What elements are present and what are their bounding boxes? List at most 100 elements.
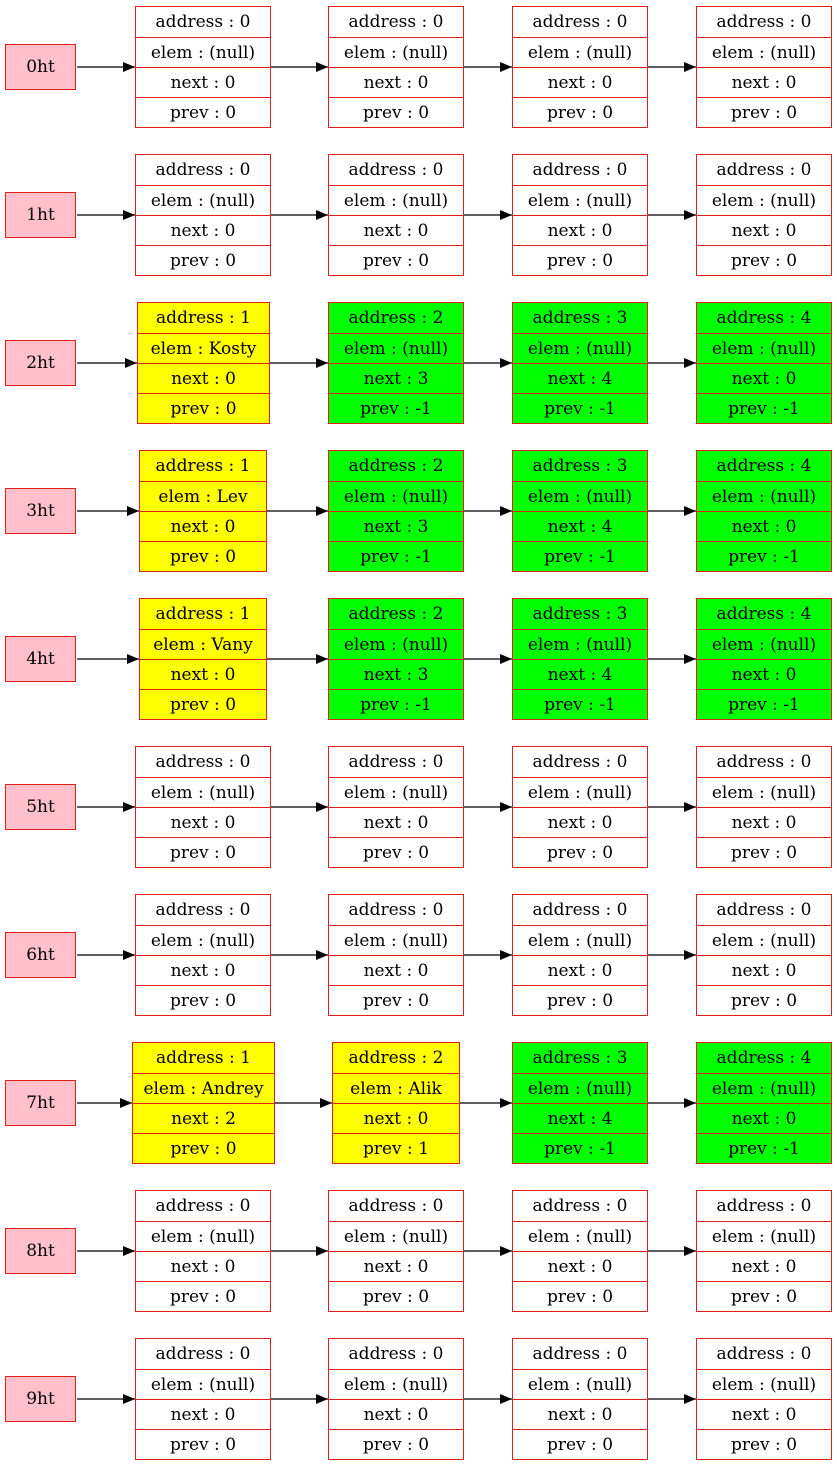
node-prev-field: prev : -1 bbox=[513, 689, 647, 719]
node-elem-field: elem : (null) bbox=[697, 1369, 831, 1399]
node-prev-field: prev : 0 bbox=[697, 1281, 831, 1311]
node-prev-field: prev : 0 bbox=[329, 985, 463, 1015]
node-elem-field: elem : (null) bbox=[697, 333, 831, 363]
node-elem-field: elem : (null) bbox=[697, 1221, 831, 1251]
node-prev-field: prev : 0 bbox=[513, 985, 647, 1015]
node-address-field: address : 4 bbox=[716, 1048, 812, 1068]
node-next-field: next : 0 bbox=[329, 67, 463, 97]
node-prev-field: prev : 0 bbox=[329, 837, 463, 867]
node-address-field: address : 3 bbox=[532, 604, 628, 624]
node-prev-field: prev : -1 bbox=[697, 541, 831, 571]
node-address-field: address : 0 bbox=[532, 1196, 628, 1216]
node-elem-field: elem : (null) bbox=[513, 37, 647, 67]
node-prev-field: prev : -1 bbox=[513, 541, 647, 571]
node-elem-field: elem : (null) bbox=[329, 1221, 463, 1251]
node-address-field: address : 0 bbox=[155, 900, 251, 920]
node-next-field: next : 0 bbox=[140, 511, 266, 541]
node-elem-field: elem : Andrey bbox=[133, 1073, 274, 1103]
node-prev-field: prev : -1 bbox=[329, 541, 463, 571]
node-address-field: address : 0 bbox=[716, 160, 812, 180]
node-next-field: next : 0 bbox=[136, 807, 270, 837]
node-elem-field: elem : (null) bbox=[136, 185, 270, 215]
node-next-field: next : 0 bbox=[697, 659, 831, 689]
node-prev-field: prev : -1 bbox=[697, 689, 831, 719]
node-prev-field: prev : -1 bbox=[697, 1133, 831, 1163]
node-next-field: next : 0 bbox=[329, 955, 463, 985]
node-prev-field: prev : 0 bbox=[329, 1281, 463, 1311]
node-address-field: address : 0 bbox=[155, 160, 251, 180]
node-elem-field: elem : (null) bbox=[329, 777, 463, 807]
node-elem-field: elem : (null) bbox=[513, 1073, 647, 1103]
node-elem-field: elem : Lev bbox=[140, 481, 266, 511]
node-elem-field: elem : (null) bbox=[513, 185, 647, 215]
node-next-field: next : 0 bbox=[329, 1251, 463, 1281]
node-next-field: next : 0 bbox=[136, 1399, 270, 1429]
node-address-field: address : 0 bbox=[716, 900, 812, 920]
node-elem-field: elem : (null) bbox=[697, 1073, 831, 1103]
node-address-field: address : 0 bbox=[716, 12, 812, 32]
node-address-field: address : 3 bbox=[532, 308, 628, 328]
node-prev-field: prev : 0 bbox=[136, 97, 270, 127]
node-elem-field: elem : (null) bbox=[697, 37, 831, 67]
node-prev-field: prev : 0 bbox=[697, 985, 831, 1015]
hash-table-label: 9ht bbox=[5, 1376, 76, 1422]
hash-table-label: 2ht bbox=[5, 340, 76, 386]
node-next-field: next : 3 bbox=[329, 363, 463, 393]
node-elem-field: elem : (null) bbox=[329, 481, 463, 511]
node-address-field: address : 0 bbox=[155, 1196, 251, 1216]
node-address-field: address : 0 bbox=[532, 12, 628, 32]
hash-table-label: 6ht bbox=[5, 932, 76, 978]
node-prev-field: prev : 0 bbox=[697, 837, 831, 867]
node-next-field: next : 2 bbox=[133, 1103, 274, 1133]
node-prev-field: prev : 0 bbox=[513, 1281, 647, 1311]
node-elem-field: elem : (null) bbox=[136, 925, 270, 955]
node-next-field: next : 0 bbox=[697, 363, 831, 393]
node-elem-field: elem : (null) bbox=[329, 1369, 463, 1399]
hash-table-label: 7ht bbox=[5, 1080, 76, 1126]
node-elem-field: elem : (null) bbox=[513, 481, 647, 511]
node-prev-field: prev : -1 bbox=[513, 393, 647, 423]
node-address-field: address : 0 bbox=[348, 160, 444, 180]
node-address-field: address : 2 bbox=[348, 604, 444, 624]
node-elem-field: elem : (null) bbox=[329, 37, 463, 67]
node-elem-field: elem : (null) bbox=[513, 333, 647, 363]
node-address-field: address : 1 bbox=[156, 1048, 251, 1068]
node-address-field: address : 0 bbox=[532, 752, 628, 772]
hash-table-label: 8ht bbox=[5, 1228, 76, 1274]
node-elem-field: elem : Alik bbox=[333, 1073, 459, 1103]
node-prev-field: prev : -1 bbox=[329, 689, 463, 719]
node-address-field: address : 0 bbox=[348, 752, 444, 772]
node-address-field: address : 0 bbox=[532, 160, 628, 180]
node-address-field: address : 0 bbox=[716, 752, 812, 772]
hash-table-label: 5ht bbox=[5, 784, 76, 830]
node-address-field: address : 1 bbox=[155, 456, 251, 476]
node-elem-field: elem : (null) bbox=[513, 925, 647, 955]
node-address-field: address : 0 bbox=[348, 900, 444, 920]
node-address-field: address : 3 bbox=[532, 1048, 628, 1068]
node-next-field: next : 0 bbox=[697, 955, 831, 985]
node-address-field: address : 2 bbox=[348, 308, 444, 328]
node-prev-field: prev : 0 bbox=[140, 541, 266, 571]
node-prev-field: prev : 1 bbox=[333, 1133, 459, 1163]
hash-table-label: 4ht bbox=[5, 636, 76, 682]
node-next-field: next : 0 bbox=[513, 807, 647, 837]
